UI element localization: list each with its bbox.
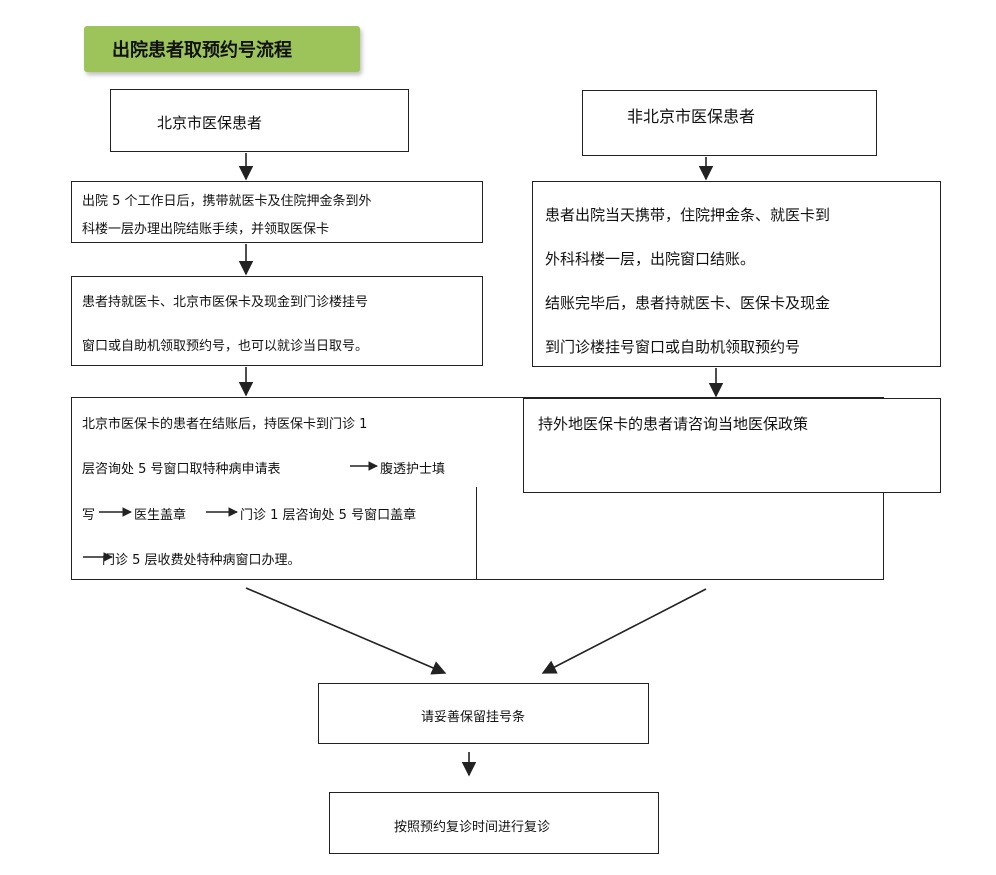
right-step1-line2: 外科科楼一层，出院窗口结账。: [545, 250, 756, 268]
follow-up-box: 按照预约复诊时间进行复诊: [329, 792, 659, 854]
flow-title: 出院患者取预约号流程: [84, 26, 360, 72]
right-step1-line4: 到门诊楼挂号窗口或自助机领取预约号: [545, 338, 801, 356]
right-step1-line3: 结账完毕后，患者持就医卡、医保卡及现金: [545, 294, 831, 312]
beijing-patient-box: 北京市医保患者: [110, 89, 409, 152]
left-step1-box: 出院 5 个工作日后，携带就医卡及住院押金条到外 科楼一层办理出院结账手续，并领…: [71, 181, 483, 243]
right-step2-label: 持外地医保卡的患者请咨询当地医保政策: [538, 415, 809, 433]
left-step1-line1: 出院 5 个工作日后，携带就医卡及住院押金条到外: [82, 194, 372, 209]
left-step2-line2: 窗口或自助机领取预约号，也可以就诊当日取号。: [82, 339, 369, 354]
non-beijing-patient-label: 非北京市医保患者: [627, 107, 756, 126]
follow-up-label: 按照预约复诊时间进行复诊: [394, 820, 551, 835]
arrow-merge-right: [541, 588, 707, 674]
left-step1-line2: 科楼一层办理出院结账手续，并领取医保卡: [82, 222, 330, 237]
arrow-merge-left: [245, 587, 447, 675]
left-step3-line1: 北京市医保卡的患者在结账后，持医保卡到门诊 1: [82, 417, 368, 432]
left-step3-line4: 门诊 5 层收费处特种病窗口办理。: [102, 553, 301, 568]
non-beijing-patient-box: 非北京市医保患者: [582, 90, 877, 156]
left-step3-line2: 层咨询处 5 号窗口取特种病申请表: [82, 462, 281, 477]
beijing-patient-label: 北京市医保患者: [157, 114, 263, 132]
left-step3-line3c: 门诊 1 层咨询处 5 号窗口盖章: [240, 508, 417, 523]
keep-ticket-box: 请妥善保留挂号条: [318, 683, 649, 744]
right-step2-box: 持外地医保卡的患者请咨询当地医保政策: [523, 398, 941, 493]
right-step1-line1: 患者出院当天携带，住院押金条、就医卡到: [545, 206, 831, 224]
left-step2-line1: 患者持就医卡、北京市医保卡及现金到门诊楼挂号: [82, 295, 369, 310]
keep-ticket-label: 请妥善保留挂号条: [421, 710, 526, 725]
left-step3-line2b: 腹透护士填: [380, 462, 446, 477]
left-step3-line3a: 写: [82, 508, 96, 523]
left-step3-divider: [476, 487, 478, 580]
left-step3-line3b: 医生盖章: [134, 508, 187, 523]
left-step2-box: 患者持就医卡、北京市医保卡及现金到门诊楼挂号 窗口或自助机领取预约号，也可以就诊…: [71, 276, 483, 366]
right-step1-box: 患者出院当天携带，住院押金条、就医卡到 外科科楼一层，出院窗口结账。 结账完毕后…: [532, 181, 941, 367]
